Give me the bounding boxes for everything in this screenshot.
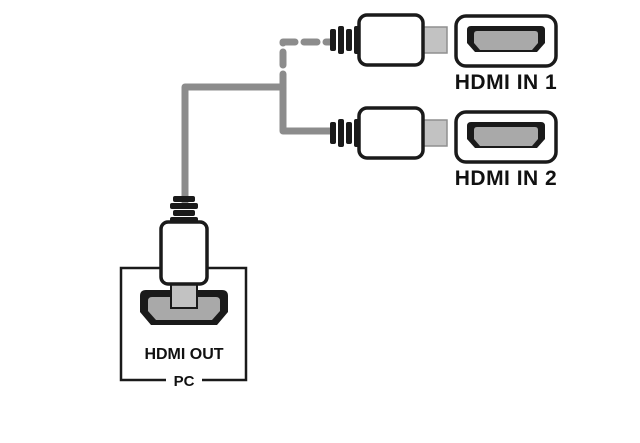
cable-solid	[181, 83, 335, 206]
hdmi-plug-1	[330, 13, 448, 67]
hdmi-plug-1-metal-tip	[420, 26, 448, 54]
pc-label-background	[166, 372, 202, 388]
hdmi-port-in-2-inner	[474, 127, 538, 146]
hdmi-port-in-1	[454, 14, 558, 68]
hdmi-out-label: HDMI OUT	[144, 346, 223, 363]
hdmi-plug-1-body	[357, 13, 425, 67]
hdmi-in-1-label: HDMI IN 1	[455, 71, 558, 94]
pc-plug-body	[159, 220, 209, 286]
hdmi-plug-2-body	[357, 106, 425, 160]
hdmi-plug-2-metal-tip	[420, 119, 448, 147]
hdmi-plug-1-strain-relief	[330, 26, 360, 54]
hdmi-plug-2	[330, 106, 448, 160]
pc-plug	[159, 196, 209, 309]
pc-label: PC	[174, 373, 195, 390]
hdmi-plug-2-strain-relief	[330, 119, 360, 147]
hdmi-port-in-1-inner	[474, 31, 538, 50]
hdmi-in-2-label: HDMI IN 2	[455, 167, 558, 190]
pc-plug-strain-relief	[170, 196, 198, 223]
cable-dashed	[279, 38, 334, 91]
hdmi-port-in-2	[454, 110, 558, 164]
